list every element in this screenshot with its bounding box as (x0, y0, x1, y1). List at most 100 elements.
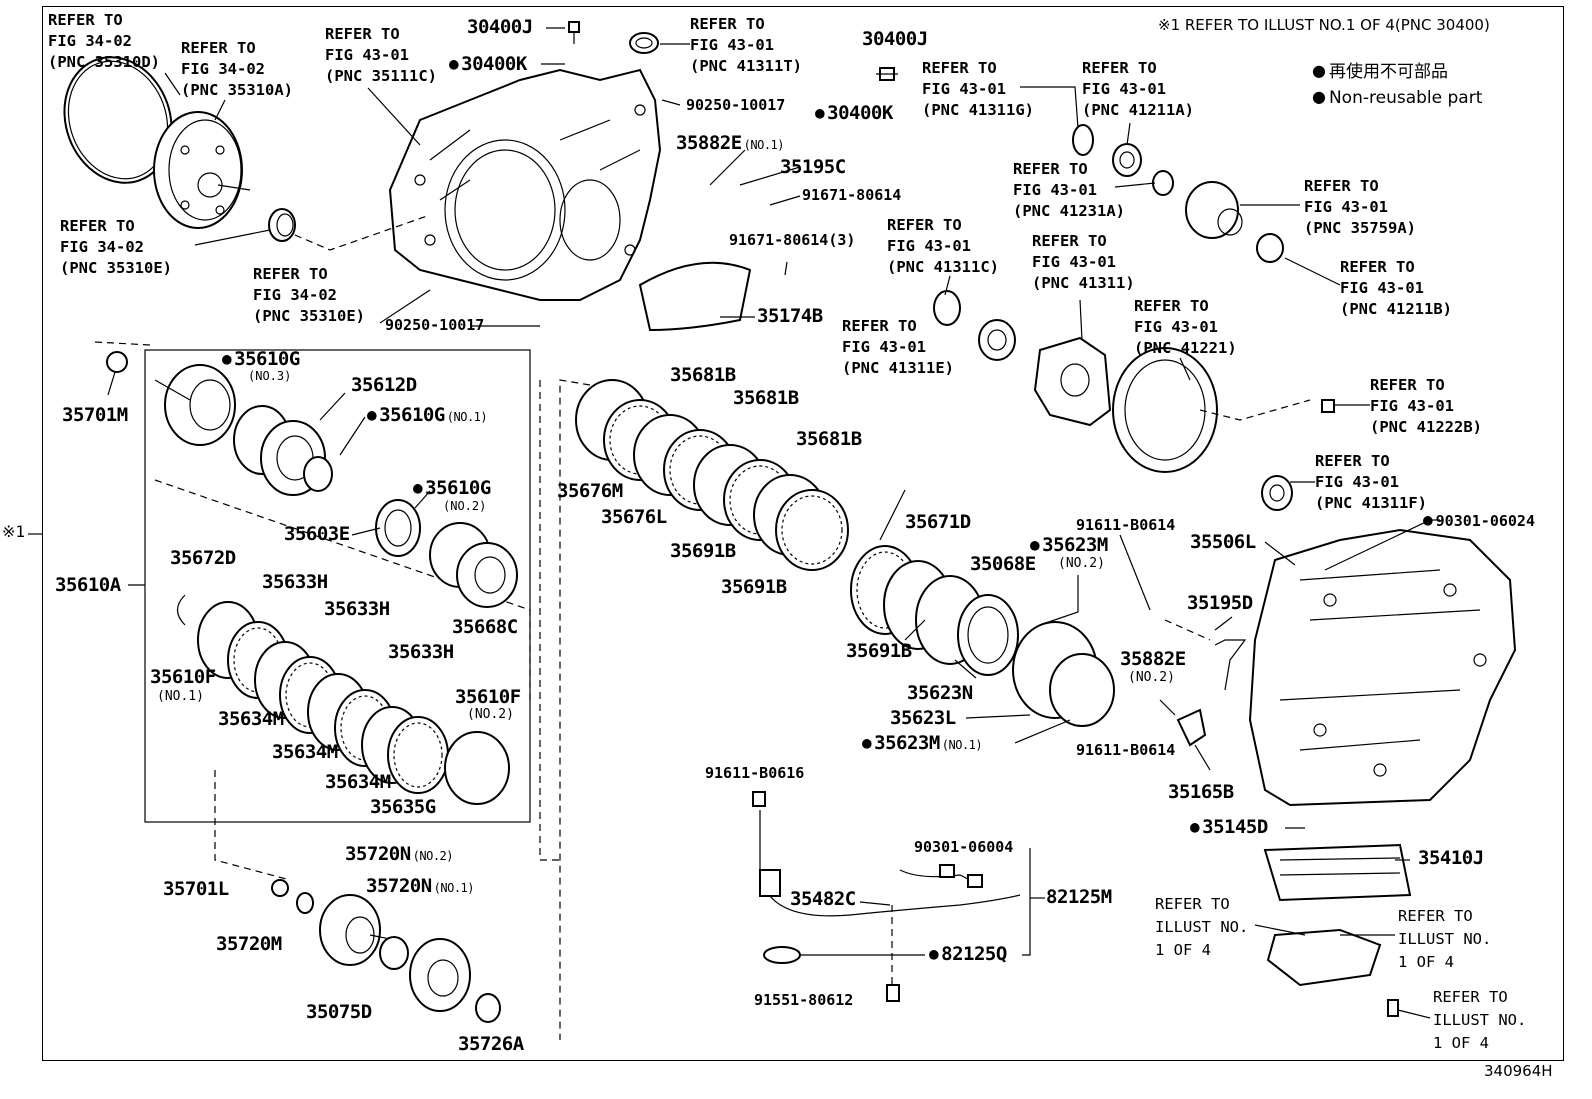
part-35668C: 35668C (452, 616, 518, 638)
transaxle-case (1248, 528, 1517, 807)
part-91611-b: 91611-B0614 (1076, 741, 1176, 759)
tube-35882E-2 (1214, 639, 1247, 691)
part-35068E: 35068E (970, 553, 1036, 575)
part-35720N-1: 35720N(NO.1) (366, 875, 475, 897)
washer-35726A (475, 993, 501, 1023)
part-35726A: 35726A (458, 1033, 524, 1055)
part-35410J: 35410J (1418, 847, 1484, 869)
part-90250-a: 90250-10017 (686, 96, 786, 114)
part-35671D: 35671D (905, 511, 971, 533)
part-30400K-a: 30400K (449, 55, 527, 74)
bearing-35701L (271, 879, 289, 897)
part-91611-a: 91611-B0614 (1076, 516, 1176, 534)
bolt-91611-B0616 (752, 791, 766, 807)
clutch-plates-group-2 (575, 379, 849, 571)
part-35681B-c: 35681B (796, 428, 862, 450)
part-35482C: 35482C (790, 888, 856, 910)
part-35610G-2-note: (NO.2) (443, 499, 487, 513)
part-35633H-c: 35633H (388, 641, 454, 663)
part-35701L: 35701L (163, 878, 229, 900)
leader-lines (28, 27, 1440, 1019)
part-35623M-1: 35623M(NO.1) (862, 734, 983, 753)
plates2-plate-8 (775, 489, 849, 571)
part-30400J-a: 30400J (467, 16, 533, 38)
part-35195D: 35195D (1187, 592, 1253, 614)
part-91671-a: 91671-80614 (802, 186, 902, 204)
bearing-41231A (1152, 170, 1174, 196)
part-35603E: 35603E (284, 523, 350, 545)
thrust-35720N-1 (379, 936, 409, 970)
part-35720M: 35720M (216, 933, 282, 955)
part-35610F-2-note: (NO.2) (467, 707, 514, 722)
part-35681B-a: 35681B (670, 364, 736, 386)
part-35882E-2-note: (NO.2) (1128, 670, 1175, 685)
plates1-plate-8 (387, 716, 449, 794)
part-91671-b: 91671-80614(3) (729, 231, 856, 249)
piston-35612D (233, 405, 333, 496)
seal-41311F (1261, 475, 1293, 511)
part-35634M-c: 35634M (325, 771, 391, 793)
part-90250-b: 90250-10017 (385, 316, 485, 334)
part-35610G-1: 35610G(NO.1) (367, 406, 488, 425)
seal-41311C (933, 290, 961, 326)
part-35691B-a: 35691B (670, 540, 736, 562)
legend-jp: 再使用不可部品 (1312, 64, 1448, 81)
part-35672D: 35672D (170, 547, 236, 569)
part-35612D: 35612D (351, 374, 417, 396)
bolt-91551-80612 (886, 984, 900, 1002)
part-35623M-2: 35623M (1030, 536, 1108, 555)
wire-harness-82125M (759, 864, 1021, 964)
transaxle-housing-35111C (388, 68, 662, 301)
part-35623L: 35623L (890, 707, 956, 729)
part-35623M-2-note: (NO.2) (1058, 556, 1105, 571)
oil-pan-strainer (1266, 928, 1382, 987)
part-91611-c: 91611-B0616 (705, 764, 805, 782)
sun-gear-35075D (409, 938, 471, 1012)
bearing-41211B (1256, 233, 1284, 263)
clutch-drum-35610G-3 (154, 364, 236, 446)
part-35701M: 35701M (62, 404, 128, 426)
oil-pump-35310A (153, 111, 251, 229)
clutch-plates-group-1 (197, 601, 449, 794)
legend-jp-text: 再使用不可部品 (1328, 62, 1448, 82)
seal-35310E (268, 208, 296, 242)
pinion-35759A (1185, 181, 1243, 239)
bolt-30400J-a (568, 21, 580, 44)
valve-body-35410J (1263, 843, 1412, 902)
part-35691B-c: 35691B (846, 640, 912, 662)
part-35691B-b: 35691B (721, 576, 787, 598)
part-35720N-2: 35720N(NO.2) (345, 843, 454, 865)
part-35634M-a: 35634M (218, 708, 284, 730)
part-35681B-b: 35681B (733, 387, 799, 409)
differential-41311 (1033, 336, 1112, 427)
part-35610F-1-note: (NO.1) (157, 689, 204, 704)
part-30400K-b: 30400K (815, 104, 893, 123)
legend-en: Non-reusable part (1312, 90, 1482, 107)
piston-35623L (1012, 621, 1115, 727)
o-ring-35310D (63, 56, 173, 184)
seal-41311T (629, 32, 659, 54)
part-35174B: 35174B (757, 305, 823, 327)
lower-bracket (214, 770, 291, 881)
center-bracket (539, 380, 560, 861)
part-35634M-b: 35634M (272, 741, 338, 763)
part-35075D: 35075D (306, 1001, 372, 1023)
part-30400J-b: 30400J (862, 28, 928, 50)
side-mark: ※1 (2, 522, 26, 541)
part-35165B: 35165B (1168, 781, 1234, 803)
